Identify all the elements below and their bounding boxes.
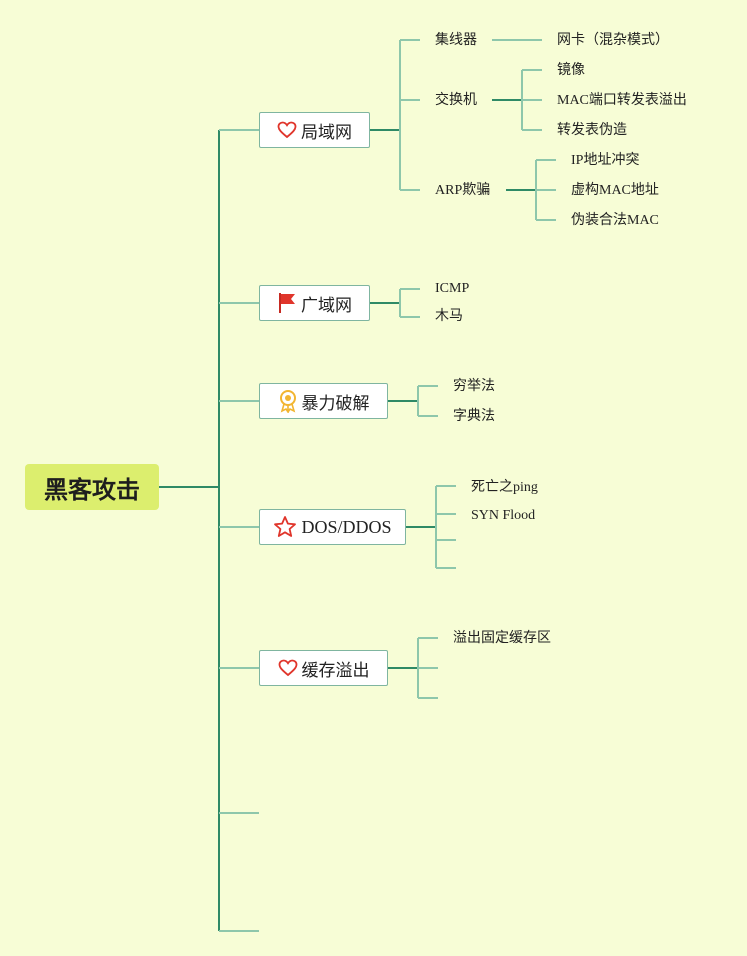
leaf-item[interactable]: 网卡（混杂模式） <box>557 33 669 48</box>
star-icon <box>273 515 297 539</box>
leaf-item[interactable]: MAC端口转发表溢出 <box>557 93 687 108</box>
topic-brute-force[interactable]: 暴力破解 <box>259 383 388 419</box>
leaf-item[interactable]: IP地址冲突 <box>571 153 640 168</box>
leaf-item[interactable]: 死亡之ping <box>471 480 538 495</box>
leaf-item[interactable]: 虚构MAC地址 <box>571 183 659 198</box>
leaf-item[interactable]: 溢出固定缓存区 <box>453 631 551 646</box>
leaf-item[interactable]: 字典法 <box>453 409 495 424</box>
leaf-item[interactable]: 伪装合法MAC <box>571 213 659 228</box>
leaf-item[interactable]: ICMP <box>435 281 470 296</box>
award-icon <box>278 389 298 413</box>
topic-buffer-overflow[interactable]: 缓存溢出 <box>259 650 388 686</box>
topic-label: 局域网 <box>301 122 352 143</box>
subtopic-arp-spoofing[interactable]: ARP欺骗 <box>435 183 491 198</box>
topic-label: 暴力破解 <box>301 393 370 414</box>
leaf-item[interactable]: 转发表伪造 <box>557 123 627 138</box>
topic-wan[interactable]: 广域网 <box>259 285 370 321</box>
topic-lan[interactable]: 局域网 <box>259 112 370 148</box>
flag-icon <box>277 292 297 314</box>
topic-dos[interactable]: DOS/DDOS <box>259 509 406 545</box>
leaf-item[interactable]: SYN Flood <box>471 508 536 523</box>
subtopic-switch[interactable]: 交换机 <box>435 93 477 108</box>
topic-label: 缓存溢出 <box>301 660 370 681</box>
leaf-item[interactable]: 镜像 <box>557 63 585 78</box>
leaf-item[interactable]: 木马 <box>435 309 463 324</box>
root-node[interactable]: 黑客攻击 <box>25 464 159 510</box>
subtopic-hub[interactable]: 集线器 <box>435 33 477 48</box>
topic-label: DOS/DDOS <box>301 516 392 537</box>
heart-icon <box>278 659 298 677</box>
topic-label: 广域网 <box>301 295 352 316</box>
heart-icon <box>277 121 297 139</box>
leaf-item[interactable]: 穷举法 <box>453 379 495 394</box>
root-label: 黑客攻击 <box>44 475 140 504</box>
